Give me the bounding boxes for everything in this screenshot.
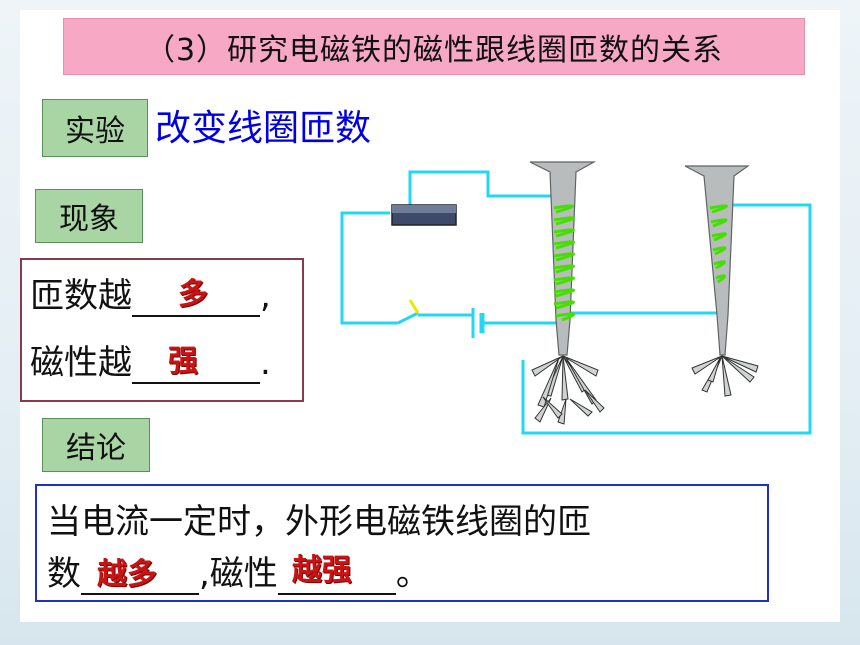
phenomenon-line-1: 匝数越 多, <box>30 268 271 317</box>
right-iron-core <box>684 165 750 356</box>
conclusion-blank-2: 越强 <box>277 553 396 595</box>
conclusion-tag: 结论 <box>42 418 150 472</box>
left-attracted-nails <box>531 355 605 425</box>
electromagnet-circuit-diagram <box>340 161 812 435</box>
conclusion-line-2-suffix: 。 <box>395 554 430 594</box>
phenomenon-blank-1: 多 <box>132 277 260 317</box>
conclusion-answer-2: 越强 <box>291 553 352 588</box>
right-attracted-nails <box>691 355 759 397</box>
phenomenon-line-2-prefix: 磁性越 <box>30 343 132 383</box>
conclusion-tag-label: 结论 <box>66 431 126 466</box>
phenomenon-line-2: 磁性越 强. <box>30 335 271 384</box>
conclusion-blank-1: 越多 <box>81 557 199 595</box>
conclusion-answer-1: 越多 <box>97 557 157 592</box>
phenomenon-tag: 现象 <box>35 189 143 243</box>
conclusion-box: 当电流一定时，外形电磁铁线圈的匝 数越多 ,磁性越强 。 <box>35 484 769 602</box>
phenomenon-line-1-prefix: 匝数越 <box>30 276 132 316</box>
phenomenon-line-2-suffix: . <box>260 343 271 383</box>
phenomenon-tag-label: 现象 <box>59 202 119 237</box>
switch-lever <box>397 311 419 325</box>
page-title: （3）研究电磁铁的磁性跟线圈匝数的关系 <box>63 18 805 75</box>
experiment-text: 改变线圈匝数 <box>155 108 372 149</box>
title-text: （3）研究电磁铁的磁性跟线圈匝数的关系 <box>144 32 724 68</box>
phenomenon-line-1-suffix: , <box>260 276 271 316</box>
phenomenon-blank-2: 强 <box>132 344 260 384</box>
phenomenon-answer-2: 强 <box>168 344 198 379</box>
right-coil <box>709 204 728 284</box>
left-coil <box>553 204 575 322</box>
conclusion-line-2-prefix: 数 <box>47 554 81 594</box>
switch-blade <box>408 299 420 314</box>
experiment-tag-label: 实验 <box>65 114 125 149</box>
phenomenon-box: 匝数越 多, 磁性越 强. <box>20 258 304 402</box>
conclusion-line-1: 当电流一定时，外形电磁铁线圈的匝 <box>47 502 591 542</box>
rheostat-highlight <box>392 205 456 213</box>
conclusion-line-2-mid: ,磁性 <box>199 554 278 594</box>
experiment-tag: 实验 <box>42 99 148 157</box>
phenomenon-answer-1: 多 <box>178 277 208 312</box>
left-electromagnet <box>529 161 605 425</box>
right-electromagnet <box>684 165 759 397</box>
conclusion-line-2: 数越多 ,磁性越强 。 <box>47 546 430 595</box>
